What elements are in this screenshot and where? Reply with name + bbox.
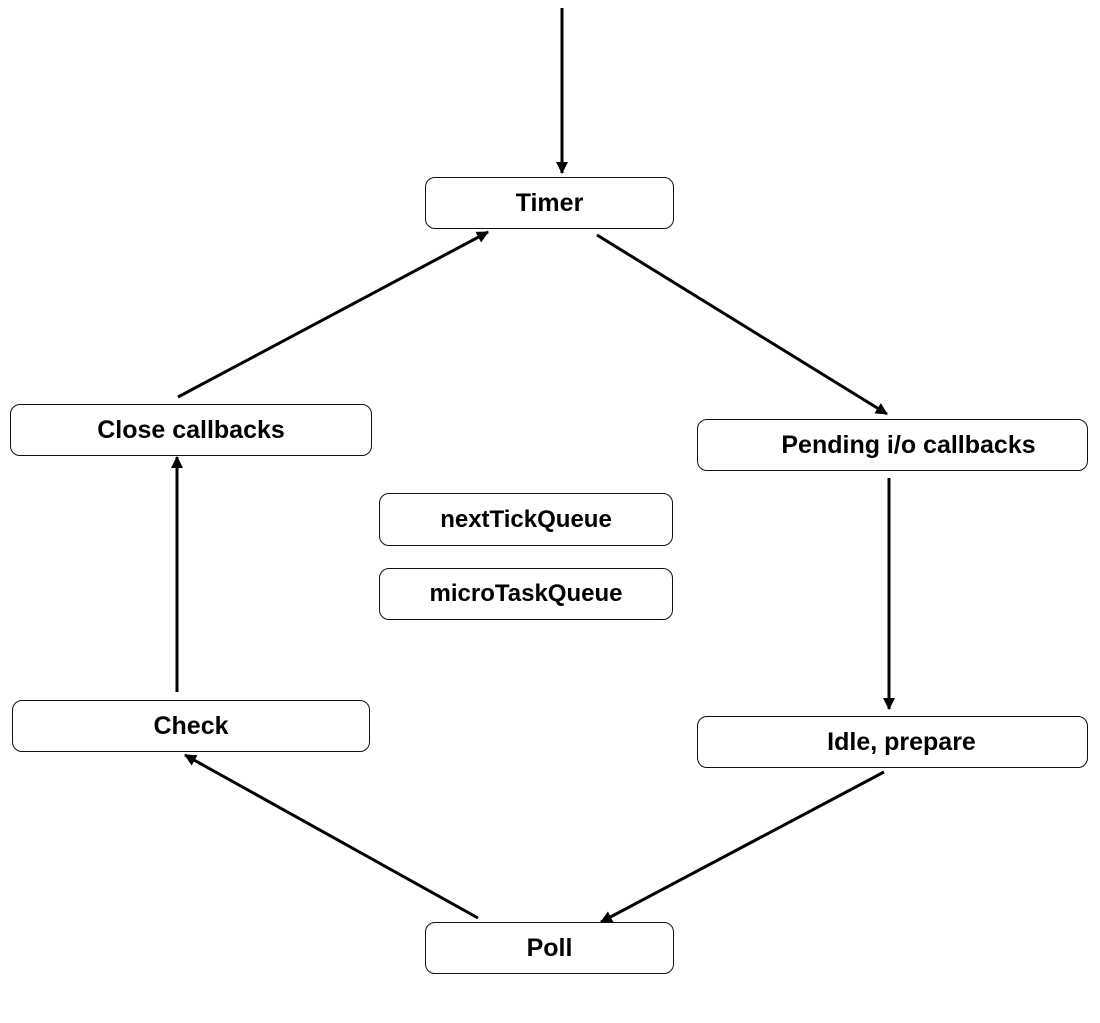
close-callbacks-node: Close callbacks	[10, 404, 372, 456]
check-node: Check	[12, 700, 370, 752]
arrow-poll-to-check	[184, 753, 479, 920]
arrow-timer-to-pending	[596, 233, 888, 416]
timer-node: Timer	[425, 177, 674, 229]
arrow-idle-to-poll	[600, 770, 885, 924]
micro-task-queue-node: microTaskQueue	[379, 568, 673, 620]
poll-node: Poll	[425, 922, 674, 974]
next-tick-queue-node: nextTickQueue	[379, 493, 673, 546]
idle-prepare-node: Idle, prepare	[697, 716, 1088, 768]
pending-io-callbacks-node: Pending i/o callbacks	[697, 419, 1088, 471]
arrow-close-to-timer	[177, 230, 489, 399]
